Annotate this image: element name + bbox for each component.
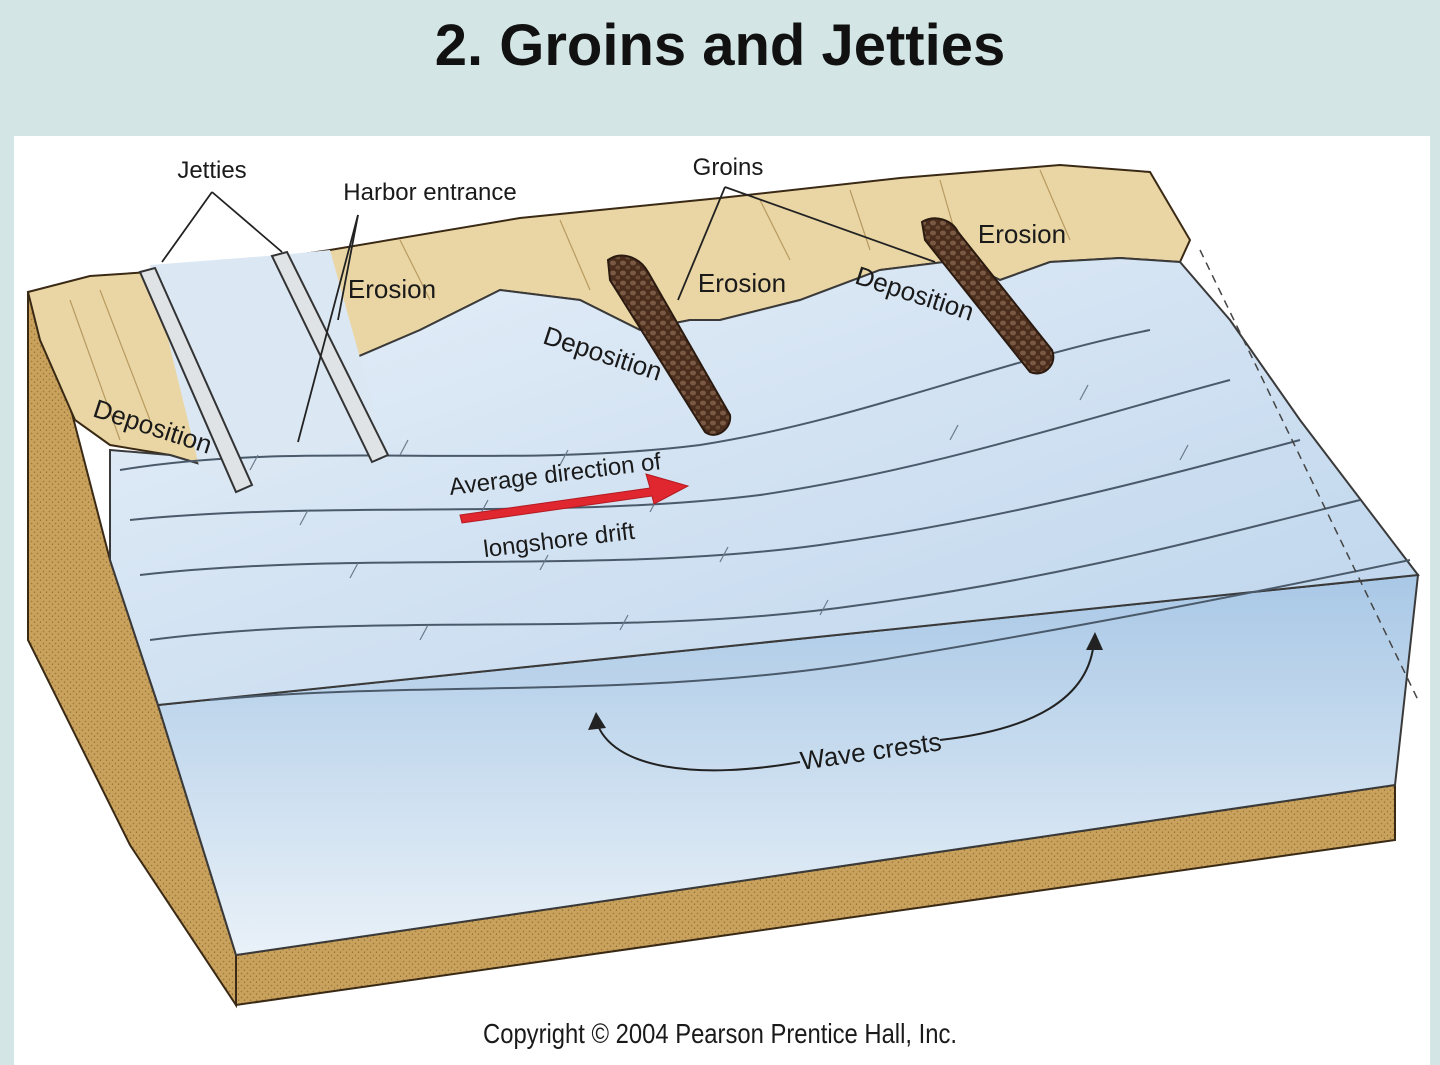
beach-texture [69,169,1071,441]
jetty-right [270,250,390,464]
slide-title: 2. Groins and Jetties [434,13,1006,78]
wave-crests-arrow-left [595,719,801,772]
label-erosion-middle: Erosion [698,268,786,298]
wave-crests-arrow-right-head [1086,632,1103,650]
wave-crest-lines [119,329,1411,701]
wave-crests-arrow-right [939,639,1095,741]
label-harbor-entrance: Harbor entrance [343,179,516,206]
jetty-left [138,266,254,494]
label-erosion-right: Erosion [978,219,1066,249]
harbor-water [150,250,380,490]
label-groins: Groins [693,154,764,181]
copyright-notice: Copyright © 2004 Pearson Prentice Hall, … [483,1018,957,1049]
groin-left [606,254,732,436]
longshore-drift-arrow [459,473,690,524]
label-jetties: Jetties [177,157,246,184]
groin-right [920,217,1055,375]
leader-lines [161,186,936,443]
label-erosion-left: Erosion [348,274,436,304]
wave-crests-arrow-left-head [588,712,606,730]
